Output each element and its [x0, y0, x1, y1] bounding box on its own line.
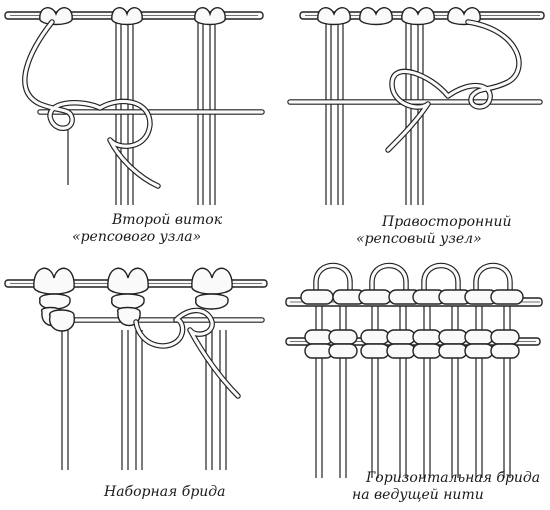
- hitch-row-bottom: [304, 329, 520, 359]
- figure-4-caption-line-2: на ведущей нити: [352, 487, 484, 503]
- vertical-cords: [325, 18, 424, 205]
- figure-3-caption: Наборная брида: [104, 484, 226, 501]
- figure-1-caption-line-1: Второй виток: [112, 212, 223, 228]
- arches: [313, 262, 513, 303]
- figure-1-caption-line-2: «репсового узла»: [72, 229, 202, 245]
- figure-4-caption: Горизонтальная брида на ведущей нити: [352, 470, 541, 504]
- mounting-loops: [39, 7, 226, 26]
- hitch-row-top: [300, 289, 524, 305]
- figure-3-caption-line-1: Наборная брида: [104, 484, 226, 500]
- figure-4-drawing: [285, 262, 543, 478]
- mounting-loops: [33, 267, 233, 310]
- figure-2-caption-line-2: «репсовый узел»: [356, 231, 482, 247]
- working-cord: [22, 19, 161, 189]
- half-hitches: [41, 306, 141, 332]
- working-cord: [133, 307, 241, 399]
- figure-1-caption: Второй виток «репсового узла»: [72, 212, 223, 246]
- figure-2-drawing: [287, 7, 545, 205]
- figure-4-caption-line-1: Горизонтальная брида: [366, 470, 541, 486]
- vertical-cords: [61, 330, 227, 470]
- working-cord: [385, 19, 522, 153]
- figure-3-drawing: [4, 267, 268, 470]
- figure-2-caption-line-1: Правосторонний: [382, 214, 512, 230]
- figure-1-drawing: [4, 7, 265, 205]
- vertical-cords: [315, 306, 511, 478]
- figure-2-caption: Правосторонний «репсовый узел»: [356, 214, 512, 248]
